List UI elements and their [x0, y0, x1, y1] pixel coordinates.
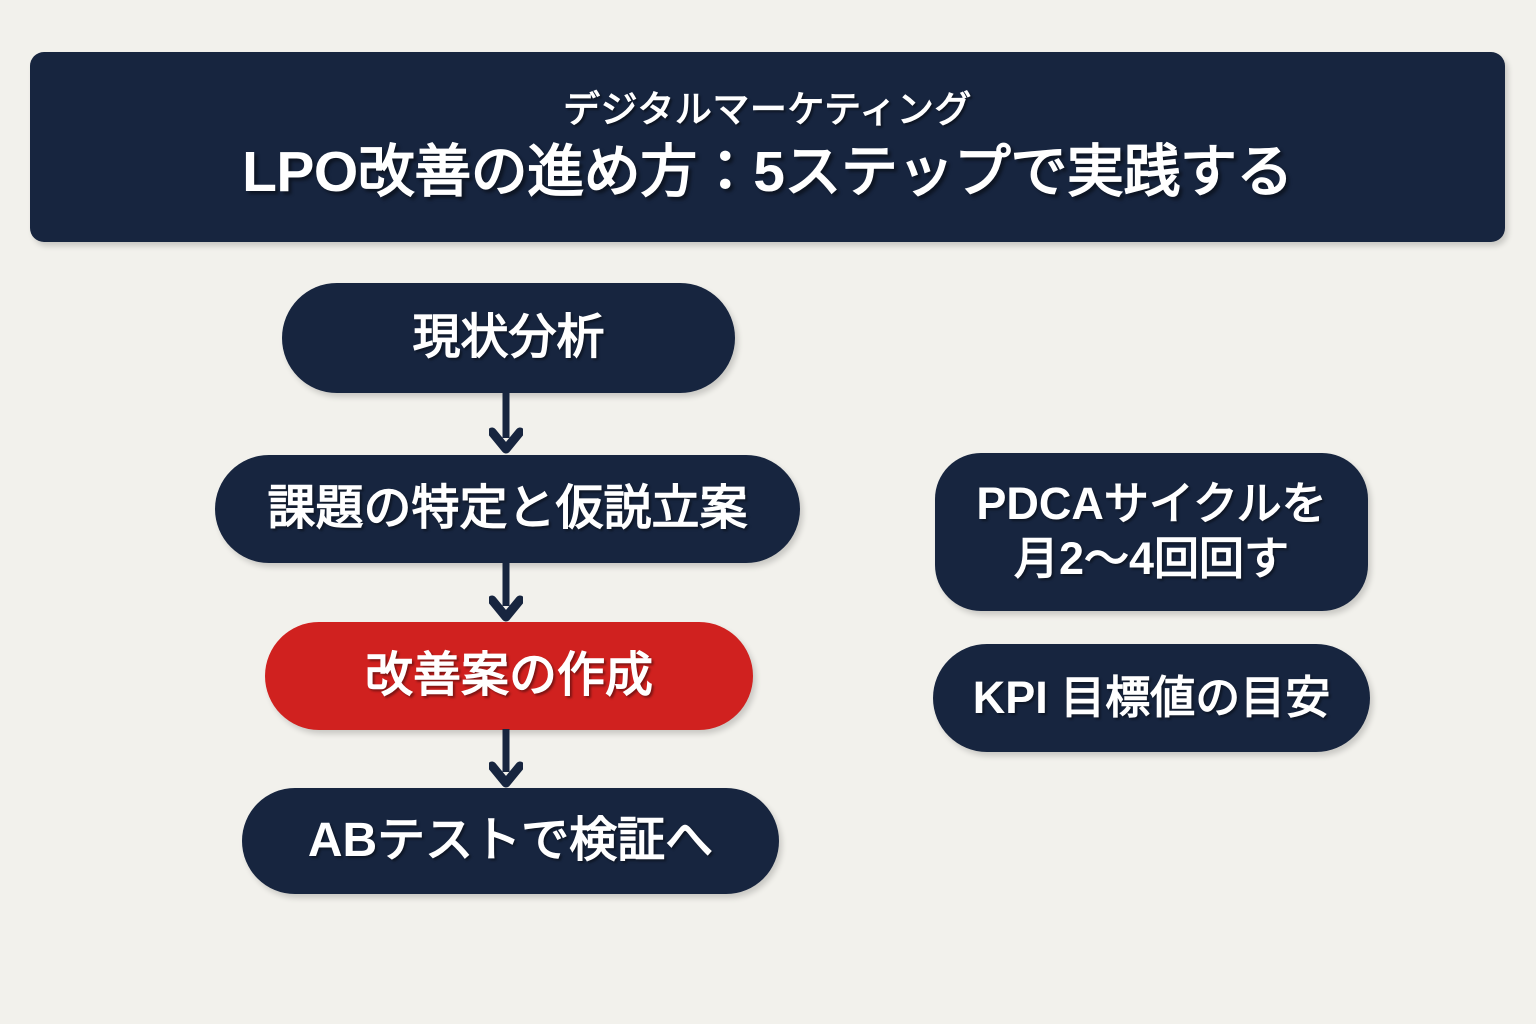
arrow-down-icon [489, 729, 523, 789]
side-card-line-1: PDCAサイクルを [976, 478, 1327, 530]
flow-node-improvement-plan[interactable]: 改善案の作成 [265, 622, 753, 730]
flow-node-label: 改善案の作成 [364, 648, 653, 702]
flow-node-issue-hypothesis[interactable]: 課題の特定と仮説立案 [215, 455, 800, 563]
header-banner: デジタルマーケティング LPO改善の進め方：5ステップで実践する [30, 52, 1505, 242]
flow-node-current-analysis[interactable]: 現状分析 [282, 283, 735, 393]
flow-node-label: 現状分析 [412, 310, 605, 364]
side-card-line-2: 月2〜4回回す [1013, 533, 1290, 584]
side-card-text: PDCAサイクルを 月2〜4回回す [976, 477, 1326, 587]
arrow-down-icon [489, 562, 523, 623]
header-subtitle: デジタルマーケティング [563, 88, 972, 130]
side-card-line-1: KPI 目標値の目安 [972, 671, 1331, 723]
flow-node-label: ABテストで検証へ [307, 813, 714, 867]
side-card-pdca[interactable]: PDCAサイクルを 月2〜4回回す [935, 453, 1368, 611]
flow-node-ab-test[interactable]: ABテストで検証へ [242, 788, 779, 894]
page-title: LPO改善の進め方：5ステップで実践する [242, 139, 1293, 204]
arrow-down-icon [489, 392, 523, 456]
flow-node-label: 課題の特定と仮説立案 [267, 481, 748, 535]
side-card-kpi[interactable]: KPI 目標値の目安 [933, 644, 1370, 752]
